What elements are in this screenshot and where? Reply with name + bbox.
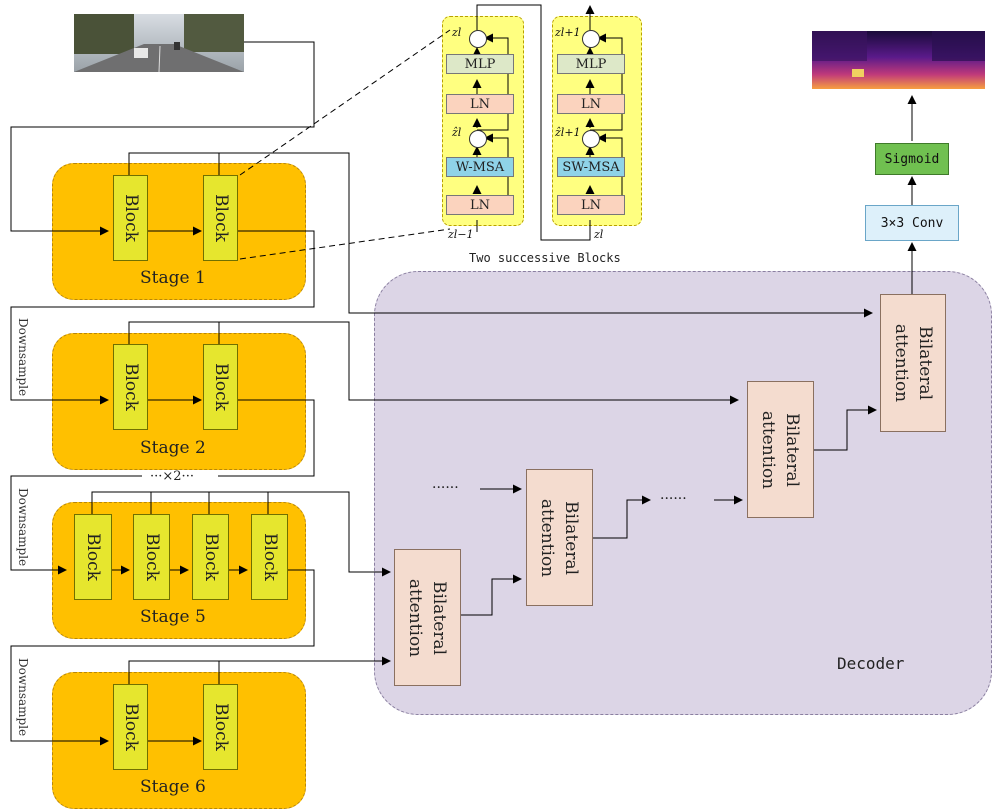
left-add-top (469, 30, 487, 48)
decoder-label: Decoder (837, 654, 904, 673)
right-z-out: zl+1 (555, 26, 581, 39)
stage-5-block-2: Block (133, 514, 170, 600)
stage-1-block-1: Block (113, 175, 148, 261)
stage-5-block-1: Block (74, 514, 112, 600)
left-ln-top: LN (446, 94, 514, 114)
repeat-label: ···×2··· (150, 469, 194, 484)
left-add-mid (469, 130, 487, 148)
downsample-label-2: Downsample (16, 488, 30, 566)
right-add-mid (582, 130, 600, 148)
stage-2-label: Stage 2 (140, 438, 206, 458)
stage-1-label: Stage 1 (140, 268, 206, 288)
sigmoid-box: Sigmoid (875, 143, 949, 175)
right-ln-top: LN (557, 94, 625, 114)
right-ln-bottom: LN (557, 195, 625, 215)
right-mlp: MLP (557, 54, 625, 74)
output-depth-image (812, 31, 985, 89)
downsample-label-3: Downsample (16, 658, 30, 736)
stage-5-label: Stage 5 (140, 607, 206, 627)
downsample-label-1: Downsample (16, 318, 30, 396)
stage-1-block-2: Block (203, 175, 238, 261)
left-mlp: MLP (446, 54, 514, 74)
left-z-in: zl−1 (448, 228, 474, 241)
stage-2-block-1: Block (113, 344, 148, 430)
transformer-caption: Two successive Blocks (469, 251, 621, 265)
input-image (74, 14, 244, 72)
left-z-mid: ẑl (452, 126, 461, 139)
right-sw-msa: SW-MSA (557, 157, 625, 177)
stage-2-block-2: Block (203, 344, 238, 430)
stage-5-block-4: Block (251, 514, 288, 600)
left-w-msa: W-MSA (446, 157, 514, 177)
stage-6-block-1: Block (113, 684, 148, 770)
conv-3x3-box: 3×3 Conv (865, 205, 959, 241)
left-ln-bottom: LN (446, 195, 514, 215)
right-z-in: zl (594, 228, 603, 241)
ellipsis-1: ······ (432, 480, 459, 496)
stage-6-block-2: Block (203, 684, 238, 770)
left-z-out: zl (452, 26, 461, 39)
right-add-top (582, 30, 600, 48)
stage-6-label: Stage 6 (140, 777, 206, 797)
right-z-mid: ẑl+1 (555, 126, 581, 139)
ellipsis-2: ······ (660, 491, 687, 507)
stage-5-block-3: Block (192, 514, 229, 600)
